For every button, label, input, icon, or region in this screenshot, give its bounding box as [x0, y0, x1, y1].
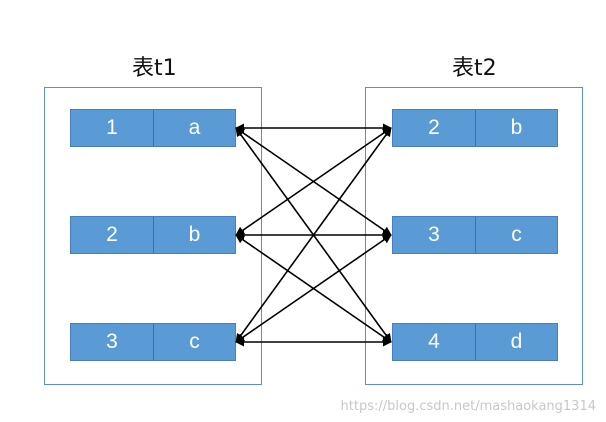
arrow-t1-row-3-to-t2-row-2 — [235, 234, 392, 343]
t1-row-2: 2 b — [70, 216, 236, 254]
t1-row-3-value: c — [153, 324, 235, 360]
t2-row-1: 2 b — [392, 109, 558, 147]
t2-row-3-id: 4 — [428, 330, 440, 353]
t1-row-1-id: 1 — [106, 116, 118, 139]
t2-row-2-value: c — [475, 217, 557, 253]
t1-row-2-id: 2 — [106, 223, 118, 246]
t1-row-3-id: 3 — [106, 330, 118, 353]
t2-row-3-value: d — [475, 324, 557, 360]
t2-row-1-value: b — [475, 110, 557, 146]
t1-row-1: 1 a — [70, 109, 236, 147]
t2-row-3: 4 d — [392, 323, 558, 361]
t1-row-3: 3 c — [70, 323, 236, 361]
table-t1-title: 表t1 — [132, 56, 177, 81]
t2-row-2: 3 c — [392, 216, 558, 254]
t2-row-2-id: 3 — [428, 223, 440, 246]
table-t2-title: 表t2 — [452, 56, 497, 81]
watermark: https://blog.csdn.net/mashaokang1314 — [340, 399, 596, 414]
t1-row-2-value: b — [153, 217, 235, 253]
t1-row-1-value: a — [153, 110, 235, 146]
t2-row-1-id: 2 — [428, 116, 440, 139]
